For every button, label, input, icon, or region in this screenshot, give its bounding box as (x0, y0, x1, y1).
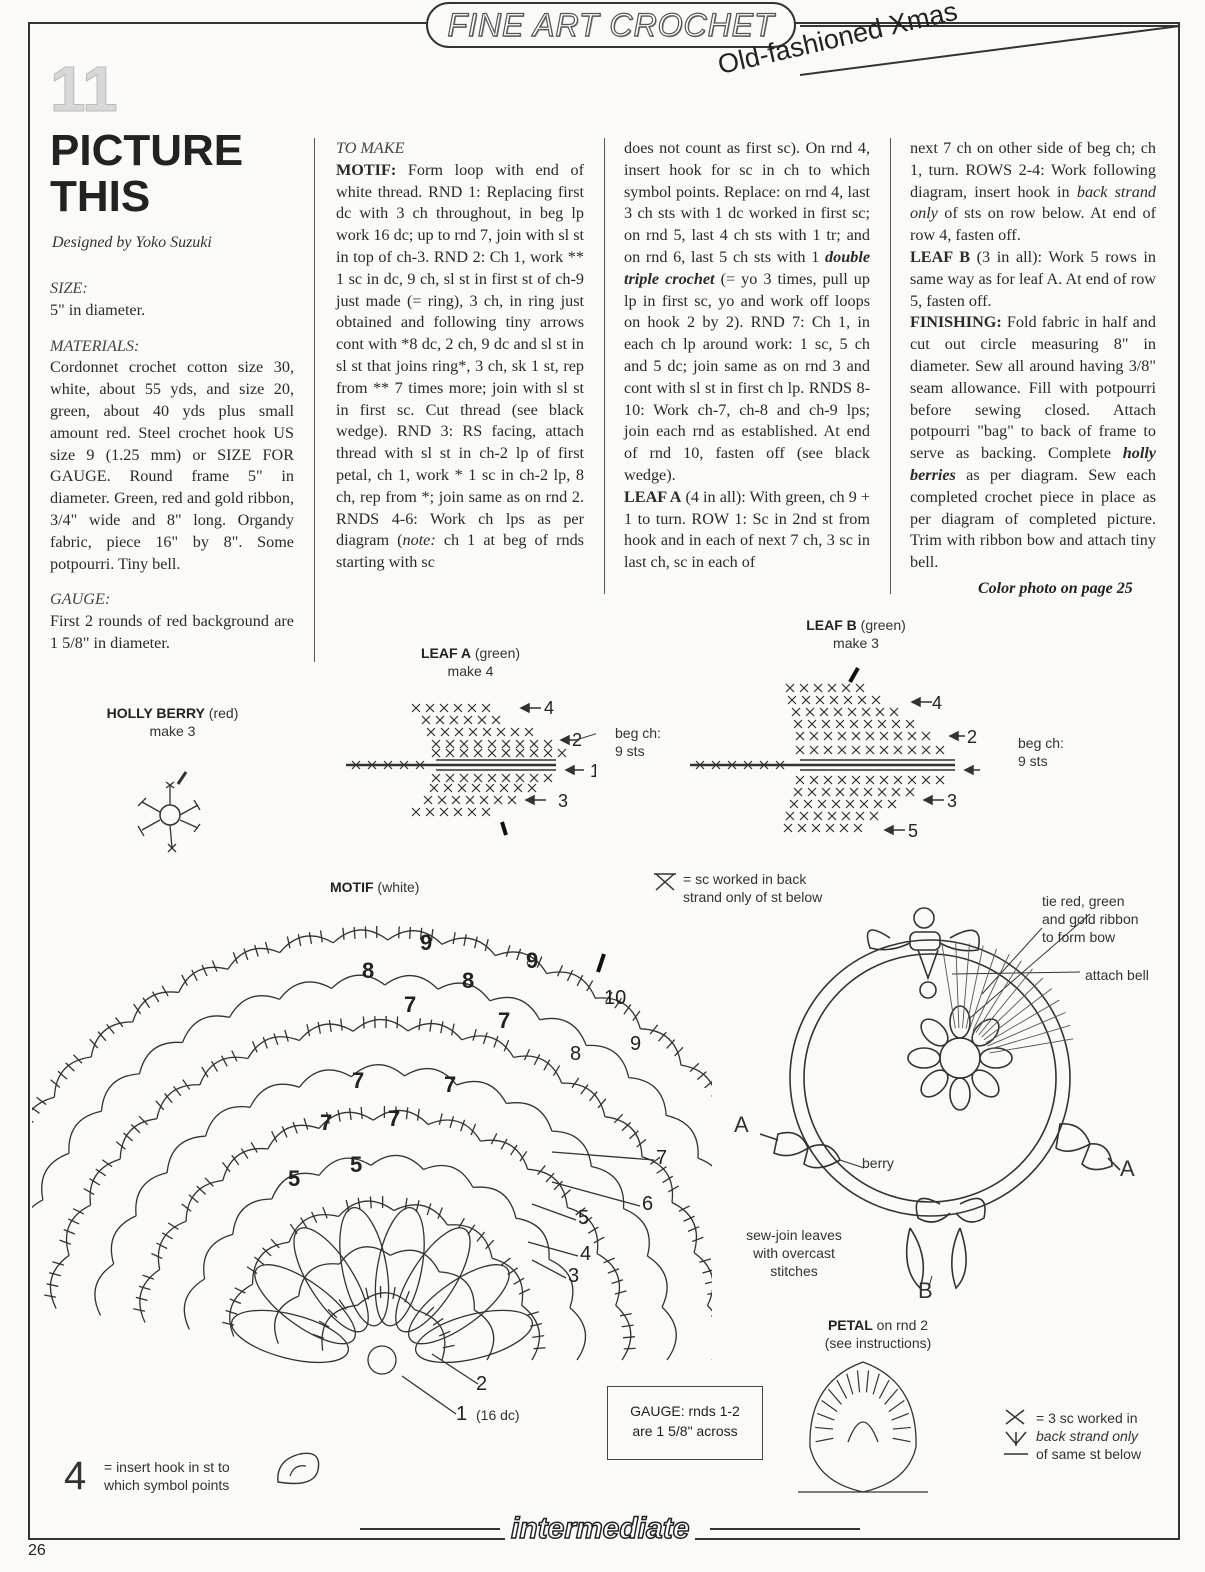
motif-rnd-label: 1 (456, 1403, 467, 1425)
column-to-make: TO MAKE MOTIF: Form loop with end of whi… (336, 138, 584, 574)
column-divider (314, 138, 315, 662)
leaf-a-row-num: 3 (558, 791, 568, 811)
gauge-text: First 2 rounds of red background are 1 5… (50, 611, 294, 655)
motif-rnd-num: 7 (320, 1110, 332, 1135)
rounds-instructions: does not count as first sc). On rnd 4, i… (624, 138, 870, 487)
leaf-b-row-num: 5 (908, 821, 918, 841)
leaf-a-row-num: 1 (590, 761, 596, 781)
motif-rnd-label: 4 (580, 1243, 591, 1265)
column-rounds: does not count as first sc). On rnd 4, i… (624, 138, 870, 574)
motif-rnd-num: 9 (420, 930, 432, 955)
insert-hook-symbol: 4 (64, 1456, 86, 1496)
motif-rnd-num: 9 (630, 1033, 641, 1055)
leaf-b-instructions: LEAF B (3 in all): Work 5 rows in same w… (910, 247, 1156, 312)
project-number: 11 (50, 52, 118, 126)
size-text: 5" in diameter. (50, 300, 294, 322)
motif-rnd-label: 6 (642, 1193, 653, 1215)
motif-rnd-num: 7 (444, 1072, 456, 1097)
page-title: PICTURE THIS (50, 128, 243, 220)
leaf-a-beg-ch: beg ch:9 sts (615, 724, 661, 760)
motif-rnd-num: 10 (604, 987, 626, 1009)
three-sc-symbol (1000, 1404, 1032, 1460)
leaf-a-label: LEAF A (green)make 4 (408, 644, 533, 680)
gauge-heading: GAUGE: (50, 589, 294, 611)
motif-rnd-num: 8 (462, 968, 474, 993)
motif-rnd-label: 7 (656, 1147, 667, 1169)
motif-rnd-num: 9 (526, 948, 538, 973)
motif-rnd-num: 7 (388, 1106, 400, 1131)
leaf-b-row-num: 3 (947, 791, 957, 811)
column-divider (604, 138, 605, 594)
leaf-a-row-num: 2 (572, 730, 582, 750)
motif-rnd-num: 5 (288, 1166, 300, 1191)
motif-rnd-num: 7 (498, 1008, 510, 1033)
photo-reference: Color photo on page 25 (978, 580, 1133, 598)
motif-instructions: MOTIF: Form loop with end of white threa… (336, 160, 584, 574)
leaf-a-rows: next 7 ch on other side of beg ch; ch 1,… (910, 138, 1156, 247)
frame-illustration (760, 898, 1180, 1298)
leaf-a-row-num: 4 (544, 698, 554, 718)
materials-text: Cordonnet crochet cotton size 30, white,… (50, 357, 294, 575)
leaf-b-label: LEAF B (green)make 3 (796, 616, 916, 652)
column-divider (890, 138, 891, 594)
motif-diagram: 9 8 8 9 10 7 7 8 9 7 7 7 7 5 5 7 6 5 4 3… (32, 920, 712, 1460)
size-heading: SIZE: (50, 278, 294, 300)
column-finishing: next 7 ch on other side of beg ch; ch 1,… (910, 138, 1156, 574)
teardrop-motif-icon (270, 1446, 330, 1492)
leaf-b-row-num: 4 (932, 693, 942, 713)
motif-rnd-num: 7 (352, 1068, 364, 1093)
holly-berry-label: HOLLY BERRY (red)make 3 (100, 704, 245, 740)
designer-credit: Designed by Yoko Suzuki (52, 234, 212, 252)
banner-text: FINE ART CROCHET (447, 7, 774, 44)
motif-rnd-num: 5 (350, 1152, 362, 1177)
leaf-b-diagram: 4 2 1 3 5 (680, 660, 980, 850)
column-materials: SIZE: 5" in diameter. MATERIALS: Cordonn… (50, 278, 294, 655)
leaf-b-row-num: 2 (967, 727, 977, 747)
motif-label: MOTIF (white) (330, 878, 419, 896)
footer-rule (360, 1524, 860, 1534)
materials-heading: MATERIALS: (50, 336, 294, 358)
motif-rnd-num: 8 (570, 1043, 581, 1065)
finishing-instructions: FINISHING: Fold fabric in half and cut o… (910, 312, 1156, 574)
petal-diagram (788, 1352, 938, 1512)
motif-rnd-label: 5 (578, 1207, 589, 1229)
to-make-heading: TO MAKE (336, 138, 584, 160)
page-number: 26 (28, 1542, 46, 1560)
magazine-banner: FINE ART CROCHET (426, 2, 796, 48)
leaf-a-diagram: 4 2 1 3 (336, 690, 596, 840)
sc-back-strand-symbol (652, 870, 680, 894)
holly-berry-diagram (130, 760, 210, 860)
leaf-a-instructions: LEAF A (4 in all): With green, ch 9 + 1 … (624, 487, 870, 574)
motif-rnd-label: 3 (568, 1265, 579, 1287)
leaf-b-beg-ch: beg ch:9 sts (1018, 734, 1064, 770)
motif-rnd-num: 8 (362, 958, 374, 983)
motif-rnd-num: 7 (404, 992, 416, 1017)
petal-label: PETAL on rnd 2(see instructions) (808, 1316, 948, 1352)
leaf-a-marker-left: A (734, 1116, 749, 1134)
